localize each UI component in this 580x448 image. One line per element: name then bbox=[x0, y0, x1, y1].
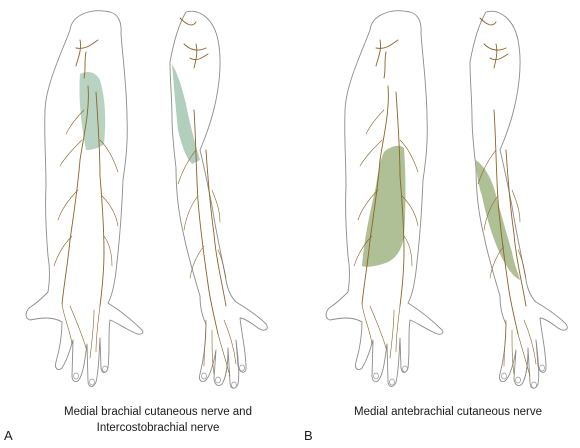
arm-back-a bbox=[169, 10, 268, 389]
arm-front-a bbox=[25, 10, 144, 387]
panel-a-caption-line1: Medial brachial cutaneous nerve and bbox=[64, 406, 252, 418]
panel-b-caption: Medial antebrachial cutaneous nerve bbox=[338, 404, 558, 420]
panel-a-figure bbox=[25, 10, 268, 389]
panel-b-shade-front bbox=[362, 145, 406, 267]
panel-a-letter: A bbox=[4, 428, 13, 443]
panel-a-shade-back bbox=[172, 64, 200, 164]
panel-a-caption-line2: Intercostobrachial nerve bbox=[96, 422, 220, 434]
panel-b-shade-back bbox=[476, 160, 520, 280]
panel-b-figure bbox=[325, 10, 568, 389]
panel-b-letter: B bbox=[304, 428, 313, 443]
panel-a-caption: Medial brachial cutaneous nerve and Inte… bbox=[38, 404, 278, 436]
panel-b-caption-line1: Medial antebrachial cutaneous nerve bbox=[354, 406, 542, 418]
